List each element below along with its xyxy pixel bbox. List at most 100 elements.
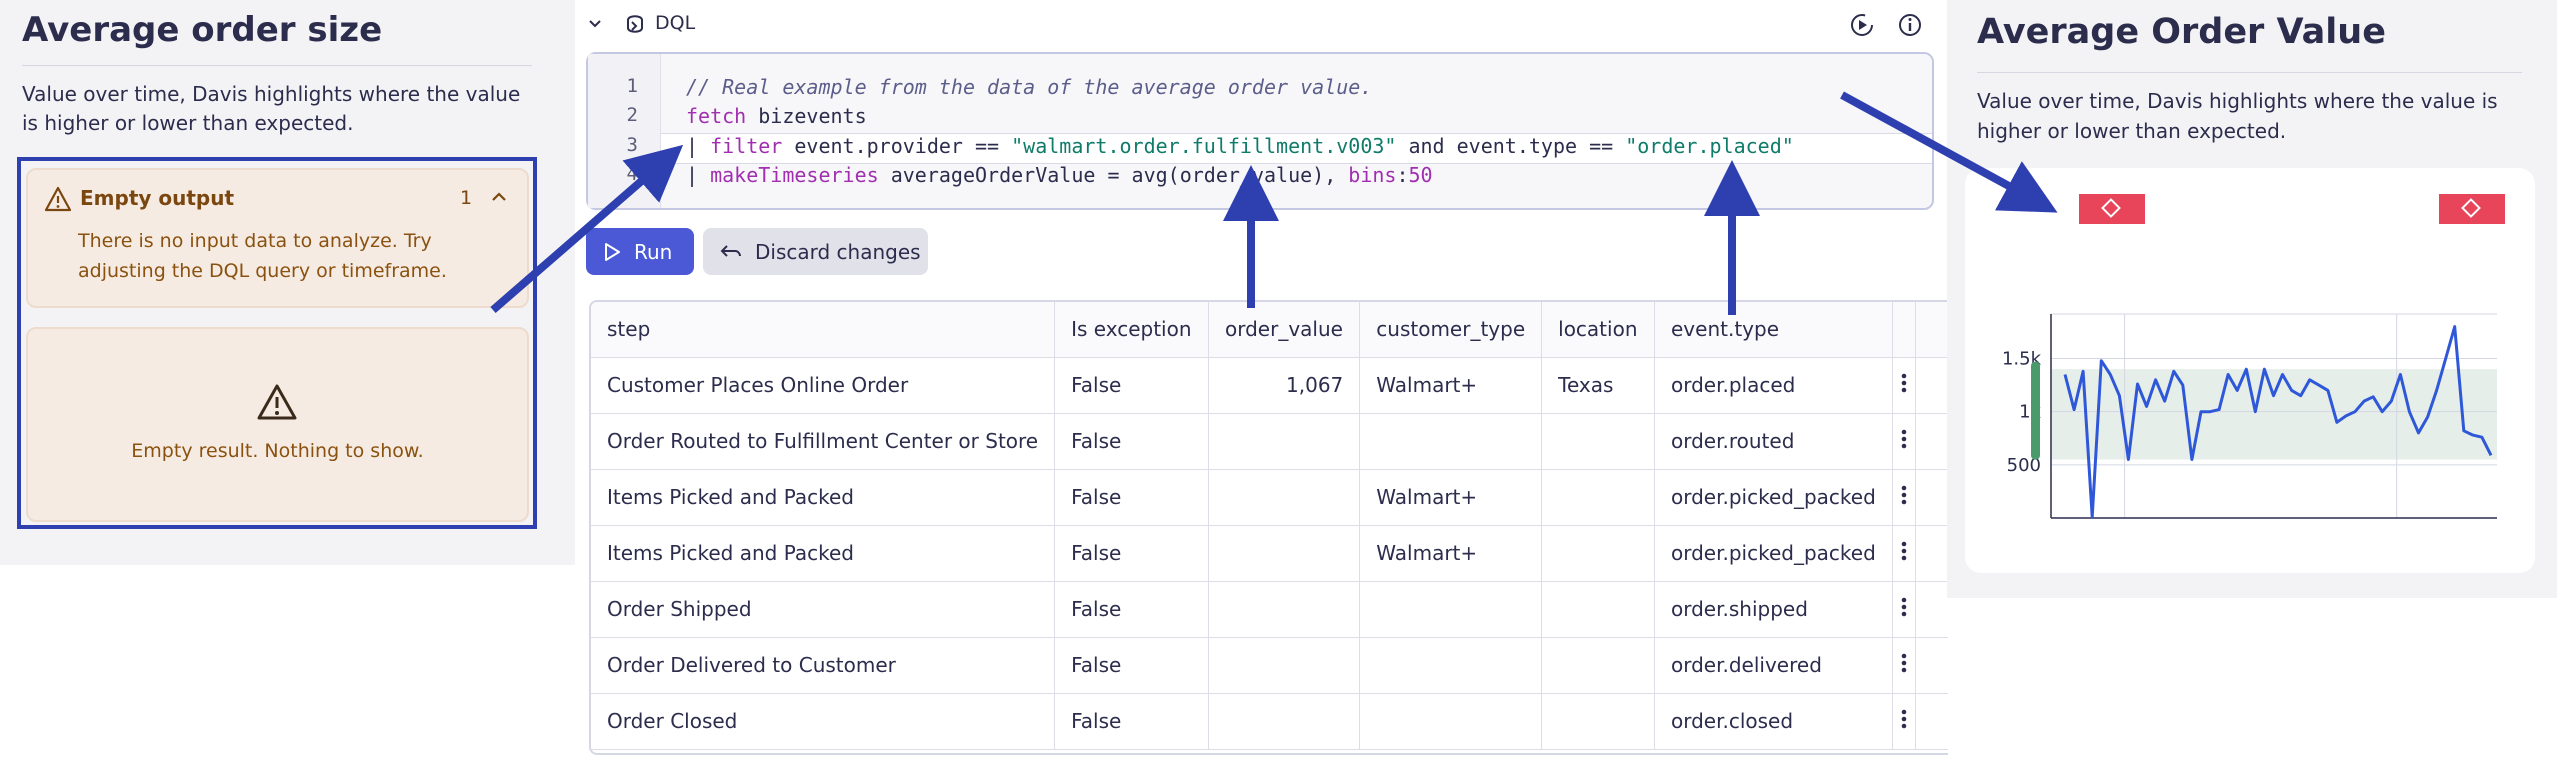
- info-icon[interactable]: [1896, 11, 1924, 39]
- table-cell: Walmart+: [1359, 357, 1543, 414]
- table-cell: [1541, 525, 1655, 582]
- code-line-3[interactable]: | filter event.provider == "walmart.orde…: [686, 134, 1794, 158]
- expected-range-band: [2051, 369, 2497, 460]
- table-cell: Customer Places Online Order: [591, 357, 1056, 414]
- row-spacer: [1915, 525, 1948, 582]
- column-header-is-exception[interactable]: Is exception: [1054, 302, 1209, 358]
- column-header-location[interactable]: location: [1541, 302, 1655, 358]
- code-text: averageOrderValue = avg(order_value),: [878, 163, 1349, 187]
- code-line-1[interactable]: // Real example from the data of the ave…: [686, 75, 1372, 99]
- table-cell: [1541, 581, 1655, 638]
- tile-title: Average order size: [22, 10, 383, 50]
- table-cell: [1541, 637, 1655, 694]
- code-pipe: |: [686, 134, 711, 158]
- run-button[interactable]: Run: [586, 228, 694, 275]
- code-keyword: makeTimeseries: [710, 163, 879, 187]
- run-preview-icon[interactable]: [1848, 11, 1876, 39]
- row-spacer: [1915, 637, 1948, 694]
- column-header-step[interactable]: step: [591, 302, 1056, 358]
- table-cell: [1208, 469, 1361, 526]
- row-menu-button[interactable]: [1892, 581, 1916, 638]
- anomaly-marker: [2079, 194, 2145, 224]
- code-pipe: |: [686, 163, 711, 187]
- discard-changes-button[interactable]: Discard changes: [703, 228, 928, 275]
- code-line-4[interactable]: | makeTimeseries averageOrderValue = avg…: [686, 163, 1433, 187]
- code-keyword: filter: [710, 134, 783, 158]
- table-cell: order.picked_packed: [1654, 525, 1893, 582]
- warning-title: Empty output: [80, 186, 235, 210]
- kebab-menu-icon: [1901, 653, 1907, 672]
- anomaly-icon: [2461, 198, 2481, 218]
- table-cell: order.closed: [1654, 693, 1893, 750]
- column-header-event-type[interactable]: event.type: [1654, 302, 1893, 358]
- row-menu-button[interactable]: [1892, 693, 1916, 750]
- table-cell: [1359, 581, 1543, 638]
- table-row[interactable]: Order Routed to Fulfillment Center or St…: [591, 413, 1948, 470]
- table-cell: Walmart+: [1359, 469, 1543, 526]
- code-text: bizevents: [746, 104, 867, 128]
- row-menu-button[interactable]: [1892, 525, 1916, 582]
- table-cell: [1541, 469, 1655, 526]
- divider: [22, 65, 532, 66]
- kebab-menu-icon: [1901, 485, 1907, 504]
- column-header-order-value[interactable]: order_value: [1208, 302, 1361, 358]
- code-text: event.provider ==: [782, 134, 1012, 158]
- column-header-actions: [1892, 302, 1916, 358]
- discard-button-label: Discard changes: [755, 239, 921, 264]
- kebab-menu-icon: [1901, 541, 1907, 560]
- anomaly-marker: [2439, 194, 2505, 224]
- warning-count: 1: [460, 187, 473, 209]
- row-spacer: [1915, 357, 1948, 414]
- chevron-down-icon[interactable]: [585, 14, 605, 34]
- empty-result-text: Empty result. Nothing to show.: [131, 440, 424, 462]
- row-menu-button[interactable]: [1892, 413, 1916, 470]
- table-cell: Walmart+: [1359, 525, 1543, 582]
- section-label: DQL: [655, 12, 696, 34]
- table-cell: [1208, 413, 1361, 470]
- table-cell: order.placed: [1654, 357, 1893, 414]
- tile-subtitle: Value over time, Davis highlights where …: [22, 82, 521, 135]
- active-line-highlight: [661, 133, 1932, 164]
- table-cell: Items Picked and Packed: [591, 469, 1056, 526]
- tile-subtitle: Value over time, Davis highlights where …: [1977, 89, 2498, 143]
- table-cell: False: [1054, 469, 1209, 526]
- kebab-menu-icon: [1901, 429, 1907, 448]
- warning-message: There is no input data to analyze. Try a…: [78, 230, 447, 282]
- code-line-2[interactable]: fetch bizevents: [686, 104, 867, 128]
- row-spacer: [1915, 693, 1948, 750]
- table-cell: False: [1054, 581, 1209, 638]
- kebab-menu-icon: [1901, 709, 1907, 728]
- warning-banner: [26, 168, 529, 308]
- table-cell: False: [1054, 525, 1209, 582]
- series-line: [2063, 325, 2493, 519]
- code-number: 50: [1408, 163, 1433, 187]
- code-keyword: bins: [1348, 163, 1397, 187]
- table-cell: Order Shipped: [591, 581, 1056, 638]
- results-table: step Is exception order_value customer_t…: [589, 300, 1948, 755]
- code-keyword: fetch: [686, 104, 747, 128]
- column-header-customer-type[interactable]: customer_type: [1359, 302, 1543, 358]
- kebab-menu-icon: [1901, 373, 1907, 392]
- row-menu-button[interactable]: [1892, 469, 1916, 526]
- table-cell: [1359, 693, 1543, 750]
- tile-title: Average Order Value: [1977, 12, 2386, 52]
- table-cell: [1208, 693, 1361, 750]
- table-cell: [1541, 693, 1655, 750]
- table-cell: Order Delivered to Customer: [591, 637, 1056, 694]
- row-menu-button[interactable]: [1892, 637, 1916, 694]
- undo-icon: [720, 244, 741, 257]
- divider: [1977, 72, 2522, 73]
- row-menu-button[interactable]: [1892, 357, 1916, 414]
- row-spacer: [1915, 469, 1948, 526]
- code-string: "order.placed": [1625, 134, 1794, 158]
- table-cell: [1359, 637, 1543, 694]
- table-cell: [1359, 413, 1543, 470]
- table-cell: [1208, 581, 1361, 638]
